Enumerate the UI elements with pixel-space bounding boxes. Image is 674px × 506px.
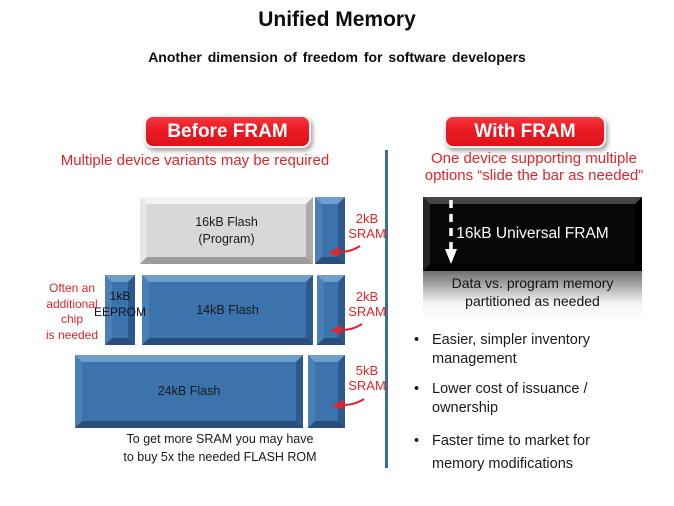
additional-chip-note: Often an additional chip is needed	[45, 281, 99, 342]
flash-24k-chip: 24kB Flash	[75, 355, 303, 428]
sram-2k-note-2: 2kB SRAM	[348, 289, 386, 319]
flash-16k-label: 16kB Flash (Program)	[195, 215, 258, 246]
fram-reflection: Data vs. program memory partitioned as n…	[423, 271, 642, 323]
flash-14k-label: 14kB Flash	[196, 302, 259, 317]
sram-5k-note: 5kB SRAM	[348, 363, 386, 393]
list-item: Easier, simpler inventory management	[408, 331, 666, 369]
flash-24k-label: 24kB Flash	[157, 384, 221, 399]
eeprom-1k-label: 1kB EEPROM	[93, 289, 146, 320]
page-subtitle: Another dimension of freedom for softwar…	[148, 49, 526, 65]
with-fram-header: With FRAM	[444, 115, 606, 148]
red-arrow-icon	[330, 323, 363, 335]
partition-caption: Data vs. program memory partitioned as n…	[451, 275, 614, 310]
before-caption: Multiple device variants may be required	[60, 152, 330, 169]
universal-fram-label: 16kB Universal FRAM	[456, 224, 609, 242]
page-title: Unified Memory	[258, 8, 416, 31]
flash-14k-chip: 14kB Flash	[142, 275, 313, 345]
benefits-list: Easier, simpler inventory management Low…	[408, 331, 666, 487]
dashed-down-arrow-icon	[445, 200, 457, 264]
flash-16k-chip: 16kB Flash (Program)	[140, 197, 313, 264]
red-arrow-icon	[332, 398, 365, 410]
red-arrow-icon	[328, 245, 361, 257]
eeprom-1k-chip	[105, 275, 135, 345]
list-item: Faster time to market for memory modific…	[408, 430, 666, 476]
with-caption: One device supporting multiple options “…	[424, 150, 644, 184]
sram-5k-chip	[308, 355, 345, 428]
sram-2k-note-1: 2kB SRAM	[348, 211, 386, 241]
sram-footnote: To get more SRAM you may have to buy 5x …	[123, 432, 317, 464]
column-divider	[385, 150, 388, 468]
before-fram-header: Before FRAM	[144, 115, 311, 148]
universal-fram-chip: 16kB Universal FRAM	[423, 197, 642, 271]
list-item: Lower cost of issuance / ownership	[408, 380, 666, 418]
